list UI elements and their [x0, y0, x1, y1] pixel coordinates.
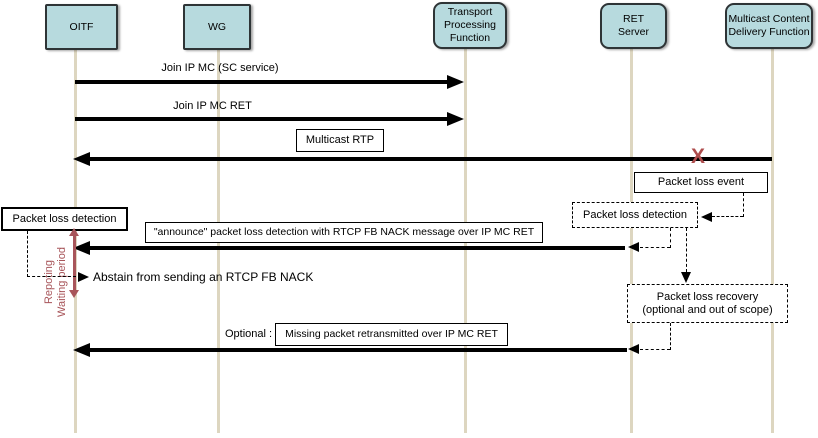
- note-packet-loss-recovery: Packet loss recovery (optional and out o…: [627, 284, 788, 323]
- packet-loss-x-icon: X: [691, 145, 706, 168]
- lifeline-multicast-content-delivery-function: [771, 49, 774, 433]
- message-arrow-multicast-rtp: [90, 157, 772, 161]
- connector-detection-to-announce-horizontal: [640, 247, 670, 248]
- arrowhead-left-icon: [628, 344, 639, 354]
- connector-detection-to-abstain-vertical: [27, 231, 28, 277]
- actor-box-ret-server: RET Server: [600, 3, 667, 49]
- arrowhead-left-icon: [73, 343, 90, 357]
- arrowhead-right-icon: [447, 112, 464, 126]
- waiting-period-span-line: [73, 235, 76, 291]
- message-label-optional-prefix: Optional :: [225, 328, 273, 340]
- message-arrow-join-ret: [75, 117, 447, 121]
- message-label-join-ret: Join IP MC RET: [173, 100, 252, 112]
- arrowhead-down-icon: [681, 272, 691, 283]
- actor-box-multicast-content-delivery-function: Multicast Content Delivery Function: [725, 3, 813, 49]
- arrowhead-right-icon: [447, 75, 464, 89]
- connector-recovery-to-retransmit-vertical: [670, 323, 671, 350]
- connector-detection-to-abstain-horizontal: [27, 276, 76, 277]
- message-label-announce: "announce" packet loss detection with RT…: [145, 222, 543, 243]
- arrowhead-left-icon: [701, 212, 712, 222]
- message-arrow-retransmit: [90, 348, 627, 352]
- arrowhead-right-icon: [78, 272, 89, 282]
- message-arrow-announce: [90, 246, 625, 250]
- connector-event-to-detection-vertical: [743, 193, 744, 217]
- message-arrow-join-sc: [75, 80, 447, 84]
- connector-detection-to-announce-vertical: [670, 228, 671, 248]
- message-label-retransmit: Missing packet retransmitted over IP MC …: [275, 323, 508, 346]
- connector-detection-to-recovery-vertical: [686, 228, 687, 272]
- actor-box-oitf: OITF: [45, 4, 118, 50]
- message-label-join-sc: Join IP MC (SC service): [161, 62, 279, 74]
- message-label-multicast-rtp: Multicast RTP: [296, 129, 384, 152]
- arrowhead-left-icon: [628, 242, 639, 252]
- note-packet-loss-detection-ret: Packet loss detection: [572, 202, 698, 228]
- waiting-period-label: Repoting Waiting period: [43, 247, 68, 317]
- actor-box-wg: WG: [183, 4, 251, 50]
- note-packet-loss-detection-oitf: Packet loss detection: [1, 207, 128, 231]
- arrowhead-up-icon: [69, 228, 79, 236]
- lifeline-ret-server: [630, 49, 633, 433]
- note-packet-loss-event: Packet loss event: [634, 172, 768, 193]
- arrowhead-left-icon: [73, 152, 90, 166]
- connector-event-to-detection-horizontal: [712, 216, 743, 217]
- arrowhead-down-icon: [69, 290, 79, 298]
- abstain-label: Abstain from sending an RTCP FB NACK: [93, 270, 314, 284]
- connector-recovery-to-retransmit-horizontal: [640, 349, 670, 350]
- arrowhead-left-icon: [73, 241, 90, 255]
- actor-box-transport-processing-function: Transport Processing Function: [433, 2, 507, 49]
